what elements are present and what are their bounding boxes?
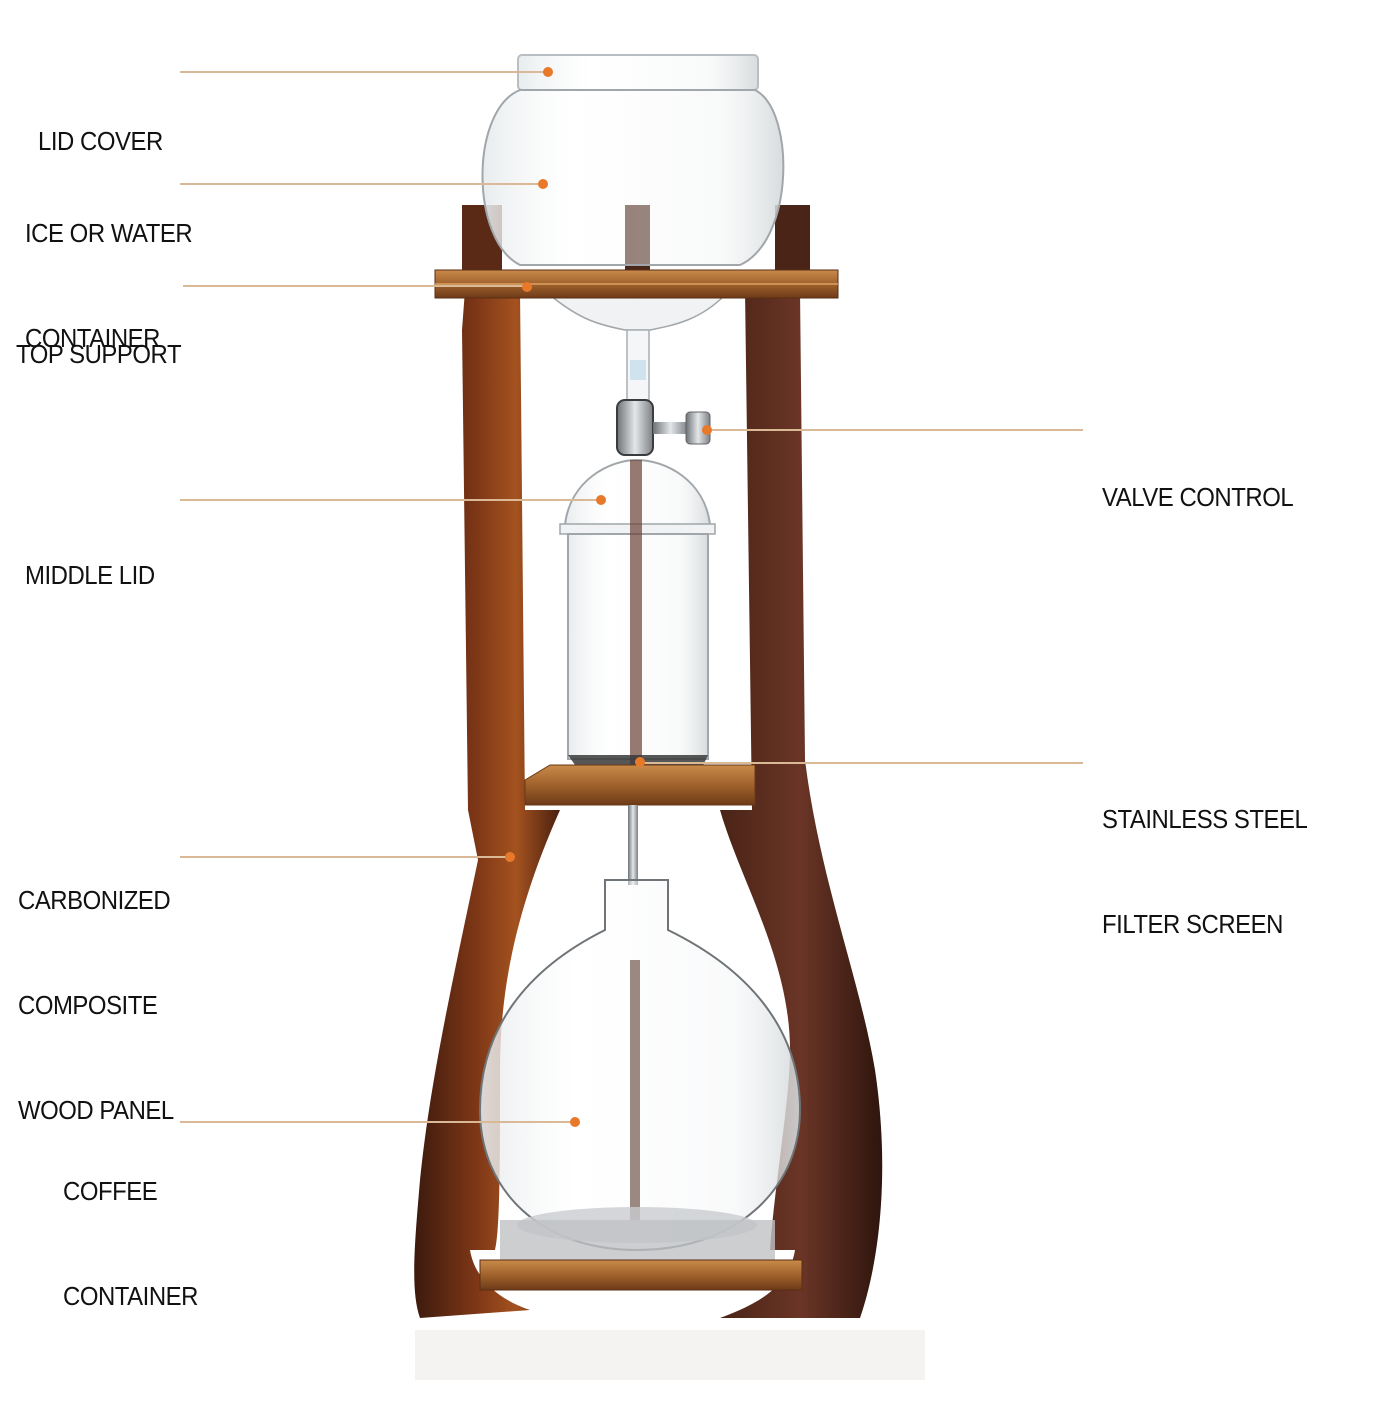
callout-dot-filter-screen — [635, 757, 645, 767]
middle-shelf — [524, 764, 756, 806]
callout-dot-wood-panel — [505, 852, 515, 862]
bottom-shelf — [479, 1259, 803, 1291]
floor-reflection — [415, 1330, 925, 1380]
label-wood-panel: CARBONIZED COMPOSITE WOOD PANEL — [18, 885, 174, 1125]
callout-dot-middle-lid — [596, 495, 606, 505]
callout-dot-valve-control — [702, 425, 712, 435]
left-wood-panel — [414, 290, 560, 1318]
base-plate — [500, 1220, 775, 1260]
callout-dot-top-support — [522, 282, 532, 292]
callout-dot-coffee-container — [570, 1117, 580, 1127]
label-filter-screen: STAINLESS STEEL FILTER SCREEN — [1102, 804, 1308, 939]
label-lid-cover: LID COVER — [38, 126, 163, 156]
ice-water-container-glass — [481, 54, 785, 331]
label-top-support: TOP SUPPORT — [16, 339, 182, 369]
callout-dot-lid-cover — [543, 67, 553, 77]
label-ice-water-container: ICE OR WATER CONTAINER — [25, 218, 193, 353]
lower-drip-tube — [628, 805, 638, 885]
label-middle-lid: MIDDLE LID — [25, 560, 155, 590]
label-valve-control: VALVE CONTROL — [1102, 482, 1294, 512]
label-coffee-container: COFFEE CONTAINER — [63, 1176, 198, 1311]
callout-dot-ice-water — [538, 179, 548, 189]
right-wood-panel — [720, 290, 883, 1318]
middle-chamber-glass — [559, 458, 716, 772]
